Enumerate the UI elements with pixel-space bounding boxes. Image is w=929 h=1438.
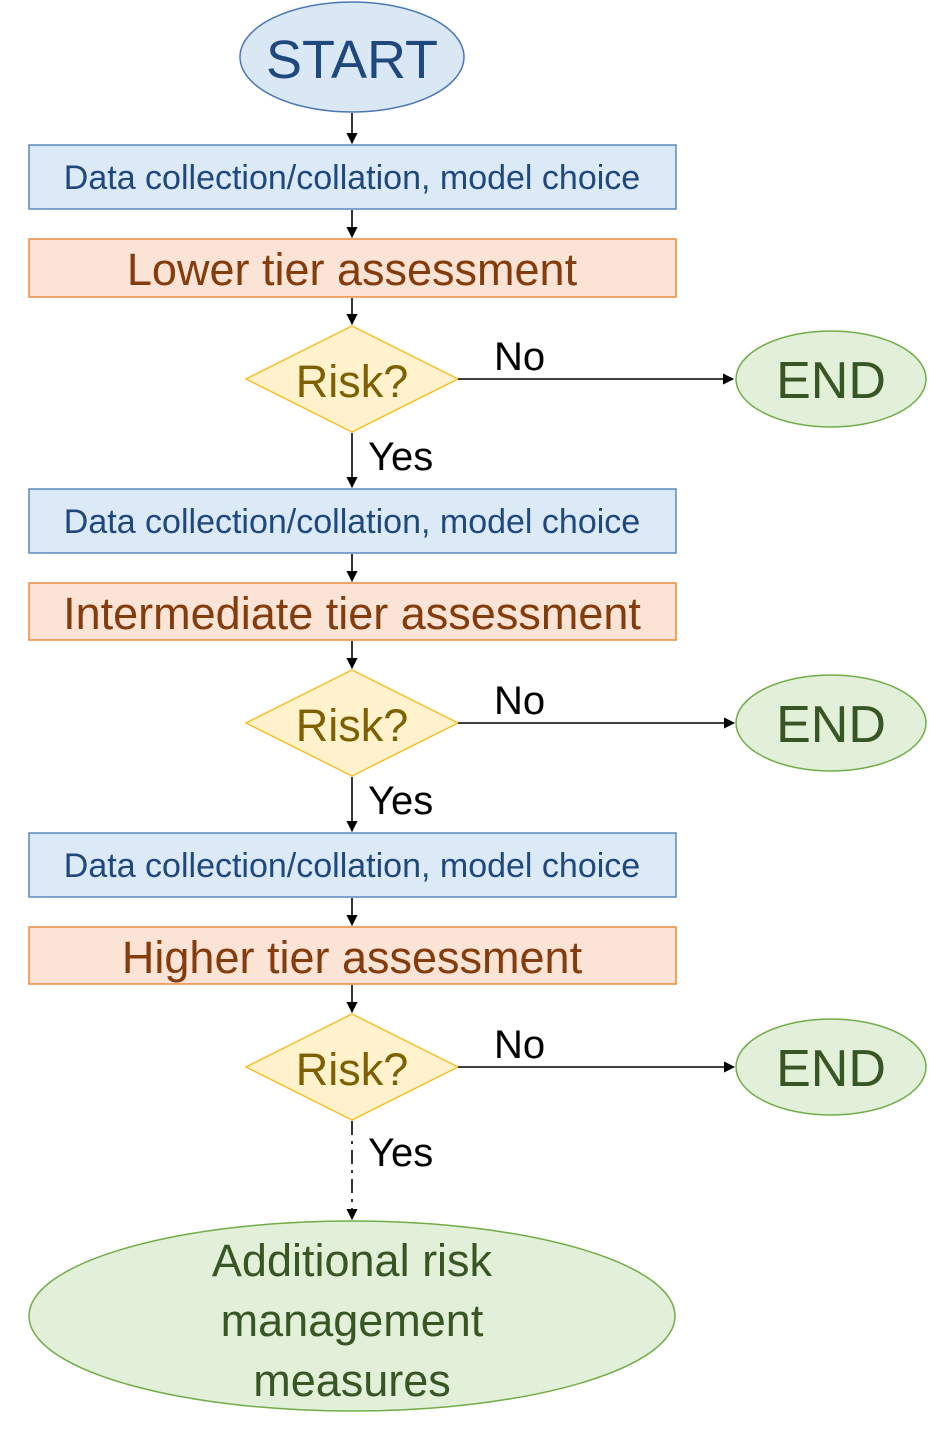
lower-tier-label: Lower tier assessment — [127, 244, 578, 295]
end-label-2: END — [776, 696, 886, 754]
data-collection-label-2: Data collection/collation, model choice — [64, 503, 640, 541]
end-label-3: END — [776, 1040, 886, 1098]
higher-tier-step: Higher tier assessment — [28, 926, 677, 985]
yes-label-3: Yes — [368, 1131, 433, 1175]
higher-tier-label: Higher tier assessment — [122, 932, 583, 983]
end-node-2: END — [735, 674, 927, 772]
risk-decision-1: Risk? — [244, 325, 460, 433]
intermediate-tier-step: Intermediate tier assessment — [28, 582, 677, 641]
no-label-2: No — [494, 679, 545, 723]
data-collection-step-1: Data collection/collation, model choice — [28, 144, 677, 210]
data-collection-step-3: Data collection/collation, model choice — [28, 832, 677, 898]
end-node-1: END — [735, 330, 927, 428]
risk-decision-label-1: Risk? — [296, 356, 409, 407]
risk-decision-2: Risk? — [244, 669, 460, 777]
risk-decision-label-2: Risk? — [296, 700, 409, 751]
data-collection-label-1: Data collection/collation, model choice — [64, 159, 640, 197]
risk-decision-label-3: Risk? — [296, 1044, 409, 1095]
data-collection-label-3: Data collection/collation, model choice — [64, 847, 640, 885]
data-collection-step-2: Data collection/collation, model choice — [28, 488, 677, 554]
start-node: START — [239, 1, 465, 113]
no-label-3: No — [494, 1023, 545, 1067]
lower-tier-step: Lower tier assessment — [28, 238, 677, 298]
additional-measures-line-1: Additional risk — [212, 1235, 493, 1286]
start-label: START — [266, 30, 438, 90]
edge-labels: No Yes No Yes No Yes — [368, 335, 545, 1175]
yes-label-2: Yes — [368, 779, 433, 823]
risk-decision-3: Risk? — [244, 1013, 460, 1121]
additional-measures-line-3: measures — [253, 1355, 451, 1406]
connector-arrows — [346, 113, 736, 1221]
end-node-3: END — [735, 1018, 927, 1116]
end-label-1: END — [776, 352, 886, 410]
additional-measures-node: Additional risk management measures — [28, 1220, 676, 1412]
additional-measures-line-2: management — [221, 1295, 484, 1346]
no-label-1: No — [494, 335, 545, 379]
intermediate-tier-label: Intermediate tier assessment — [63, 588, 641, 639]
yes-label-1: Yes — [368, 435, 433, 479]
